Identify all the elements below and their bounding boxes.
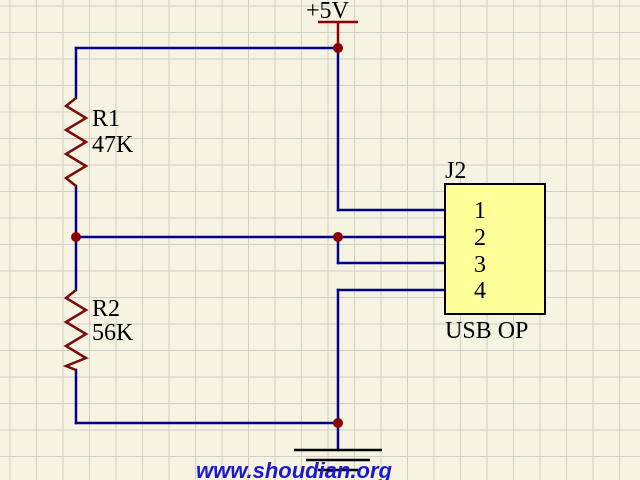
connector-ref: J2	[445, 158, 466, 184]
ground-symbol	[294, 448, 382, 472]
watermark: www.shoudian.org	[196, 458, 393, 480]
junction-left	[71, 232, 81, 242]
r2-value: 56K	[92, 320, 134, 346]
connector-pin-4: 4	[474, 278, 486, 304]
junction-bottom	[333, 418, 343, 428]
connector-name: USB OP	[445, 318, 528, 344]
r1-value: 47K	[92, 132, 134, 158]
r1-ref: R1	[92, 106, 120, 132]
wires	[74, 46, 447, 452]
resistor-r1: R1 47K	[63, 97, 134, 187]
connector-pin-1: 1	[474, 198, 486, 224]
resistor-r2: R2 56K	[62, 289, 134, 372]
junction-mid	[333, 232, 343, 242]
junction-top	[333, 43, 343, 53]
junctions	[71, 43, 343, 428]
connector-pin-3: 3	[474, 252, 486, 278]
power-label: +5V	[306, 0, 350, 24]
connector-j2: J2 1 2 3 4 USB OP	[444, 158, 546, 344]
power-symbol: +5V	[306, 0, 358, 48]
connector-body	[444, 183, 546, 315]
connector-pin-2: 2	[474, 225, 486, 251]
r2-ref: R2	[92, 296, 120, 322]
